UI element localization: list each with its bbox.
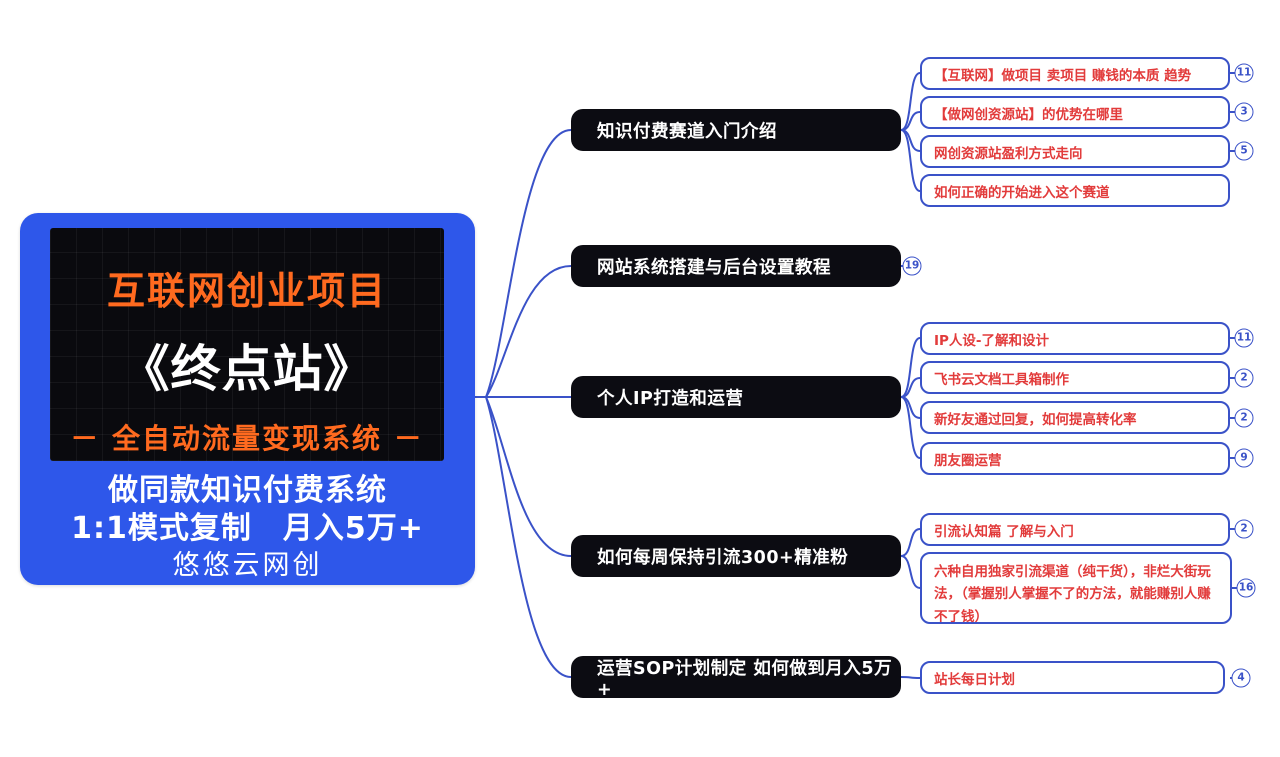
branch-label: 知识付费赛道入门介绍 [597,121,777,142]
branch-website-setup[interactable]: 网站系统搭建与后台设置教程 [571,245,901,287]
child-node[interactable]: 网创资源站盈利方式走向 [920,135,1230,168]
count-badge[interactable]: 5 [1234,141,1254,161]
count-badge[interactable]: 11 [1234,328,1254,348]
child-label: 新好友通过回复，如何提高转化率 [934,411,1137,428]
root-banner-image: 互联网创业项目 《终点站》 － 全自动流量变现系统 － [50,228,444,461]
child-label: 【互联网】做项目 卖项目 赚钱的本质 趋势 [934,67,1192,84]
child-node[interactable]: 新好友通过回复，如何提高转化率 [920,401,1230,434]
root-node[interactable]: 互联网创业项目 《终点站》 － 全自动流量变现系统 － 做同款知识付费系统 1:… [20,213,475,585]
count-badge[interactable]: 2 [1234,519,1254,539]
banner-title: 互联网创业项目 [106,269,387,313]
branch-label: 网站系统搭建与后台设置教程 [597,257,831,278]
root-tagline-1: 做同款知识付费系统 [108,473,387,508]
branch-traffic[interactable]: 如何每周保持引流300+精准粉 [571,535,901,577]
child-node[interactable]: 如何正确的开始进入这个赛道 [920,174,1230,207]
child-label: 【做网创资源站】的优势在哪里 [934,106,1123,123]
branch-sop-plan[interactable]: 运营SOP计划制定 如何做到月入5万+ [571,656,901,700]
child-label: 如何正确的开始进入这个赛道 [934,184,1110,201]
child-node[interactable]: 引流认知篇 了解与入门 [920,513,1230,546]
child-node[interactable]: 【互联网】做项目 卖项目 赚钱的本质 趋势 [920,57,1230,90]
child-node[interactable]: 站长每日计划 [920,661,1225,694]
branch-label: 运营SOP计划制定 如何做到月入5万+ [597,658,893,700]
count-badge[interactable]: 9 [1234,448,1254,468]
child-node[interactable]: 飞书云文档工具箱制作 [920,361,1230,394]
banner-subtitle: － 全自动流量变现系统 － [70,422,424,455]
child-label: IP人设-了解和设计 [934,332,1050,349]
count-badge[interactable]: 3 [1234,102,1254,122]
count-badge[interactable]: 2 [1234,368,1254,388]
branch-personal-ip[interactable]: 个人IP打造和运营 [571,376,901,418]
child-label: 朋友圈运营 [934,452,1002,469]
count-badge[interactable]: 4 [1231,668,1251,688]
root-tagline-2: 1:1模式复制 月入5万+ [71,511,424,546]
root-brand-name: 悠悠云网创 [172,550,323,581]
branch-label: 个人IP打造和运营 [597,388,744,409]
count-badge[interactable]: 11 [1234,63,1254,83]
branch-intro[interactable]: 知识付费赛道入门介绍 [571,109,901,151]
child-node[interactable]: IP人设-了解和设计 [920,322,1230,355]
count-badge[interactable]: 19 [902,256,922,276]
child-label: 站长每日计划 [934,671,1015,688]
count-badge[interactable]: 16 [1236,578,1256,598]
child-label: 引流认知篇 了解与入门 [934,523,1074,540]
child-node[interactable]: 朋友圈运营 [920,442,1230,475]
child-label: 飞书云文档工具箱制作 [934,371,1069,388]
count-badge[interactable]: 2 [1234,408,1254,428]
branch-label: 如何每周保持引流300+精准粉 [597,547,849,568]
child-node[interactable]: 【做网创资源站】的优势在哪里 [920,96,1230,129]
child-node[interactable]: 六种自用独家引流渠道（纯干货），非烂大街玩法，（掌握别人掌握不了的方法，就能赚别… [920,552,1232,624]
child-label: 六种自用独家引流渠道（纯干货），非烂大街玩法，（掌握别人掌握不了的方法，就能赚别… [934,564,1211,624]
child-label: 网创资源站盈利方式走向 [934,145,1083,162]
banner-main-title: 《终点站》 [119,340,375,398]
